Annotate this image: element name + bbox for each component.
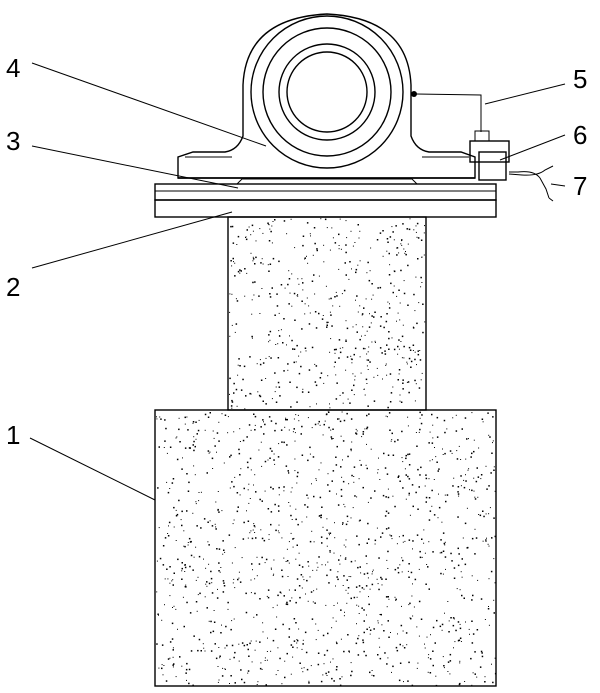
sensor-wire <box>411 91 490 142</box>
bottom-plate <box>154 199 497 218</box>
leader-line-5 <box>484 83 566 105</box>
bearing-ring-outer <box>278 43 376 141</box>
concrete-column <box>227 216 427 411</box>
label-1: 1 <box>6 420 20 450</box>
leader-line-7 <box>550 183 566 187</box>
sensor-box <box>469 140 510 181</box>
label-6: 6 <box>573 120 587 150</box>
concrete-column-texture <box>229 218 426 410</box>
top-plate <box>154 178 497 201</box>
label-4: 4 <box>6 53 20 83</box>
housing-outer-ring <box>250 15 404 169</box>
wire-attachment-point <box>411 91 417 97</box>
concrete-base-texture <box>156 411 496 686</box>
label-7: 7 <box>573 171 587 201</box>
sensor-connector <box>474 130 490 142</box>
housing-middle-ring <box>262 27 392 157</box>
leader-lines <box>29 62 566 501</box>
part-labels: 4 3 2 1 5 6 7 <box>6 53 587 450</box>
signal-cable <box>508 165 554 202</box>
label-3: 3 <box>6 126 20 156</box>
leader-line-1 <box>29 437 156 501</box>
label-5: 5 <box>573 64 587 94</box>
bearing-housing <box>177 13 476 179</box>
leader-line-4 <box>31 62 267 147</box>
leader-line-6 <box>499 134 566 161</box>
leader-line-2 <box>31 211 233 269</box>
bearing-ring-inner <box>286 51 368 133</box>
label-2: 2 <box>6 272 20 302</box>
concrete-base <box>154 409 497 687</box>
leader-line-3 <box>31 145 239 189</box>
